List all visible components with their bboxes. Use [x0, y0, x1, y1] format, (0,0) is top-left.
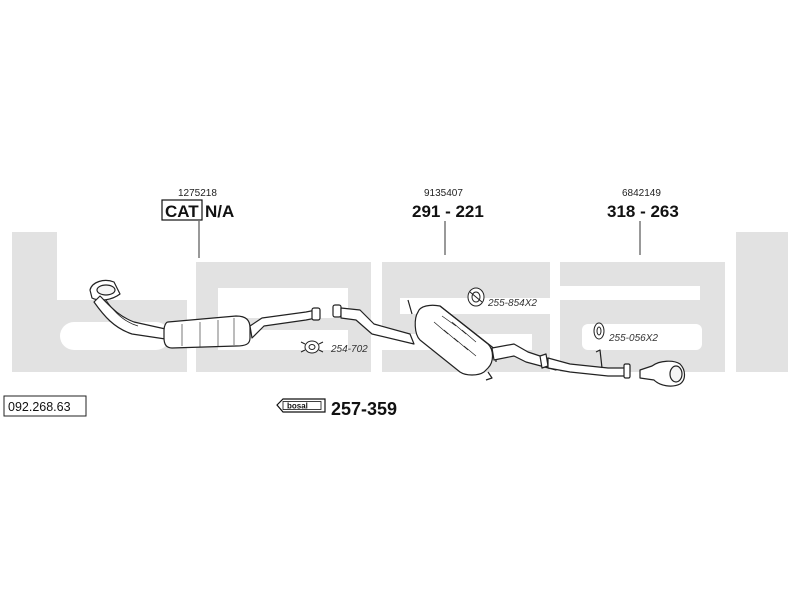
front-pipe-catalytic-converter[interactable]: [89, 279, 321, 349]
middle-hanger-label: 255-854X2: [487, 298, 537, 309]
rear-part-number[interactable]: 318 - 263: [607, 202, 679, 221]
mounting-kit-logo-box[interactable]: bosal: [276, 398, 326, 413]
catalog-code: 092.268.63: [8, 400, 71, 414]
catalog-code-box: [3, 395, 87, 417]
cat-badge: CAT: [165, 202, 199, 221]
front-clamp-label: 254-702: [330, 344, 368, 355]
middle-part-number[interactable]: 291 - 221: [412, 202, 484, 221]
middle-hanger-icon[interactable]: [467, 287, 485, 307]
cat-badge-box: [161, 199, 203, 221]
rear-ref-number: 6842149: [622, 188, 661, 199]
mounting-kit-part-number[interactable]: 257-359: [331, 399, 397, 419]
rear-silencer-tail-pipe[interactable]: [547, 349, 686, 387]
front-part-number[interactable]: N/A: [205, 202, 234, 221]
rear-hanger-label: 255-056X2: [608, 333, 658, 344]
rear-hanger-icon[interactable]: [593, 322, 605, 340]
front-ref-number: 1275218: [178, 188, 217, 199]
front-clamp-icon[interactable]: [300, 340, 324, 354]
middle-pipe-center-muffler[interactable]: [332, 299, 557, 381]
mounting-kit-logo-text: bosal: [287, 402, 308, 411]
middle-ref-number: 9135407: [424, 188, 463, 199]
